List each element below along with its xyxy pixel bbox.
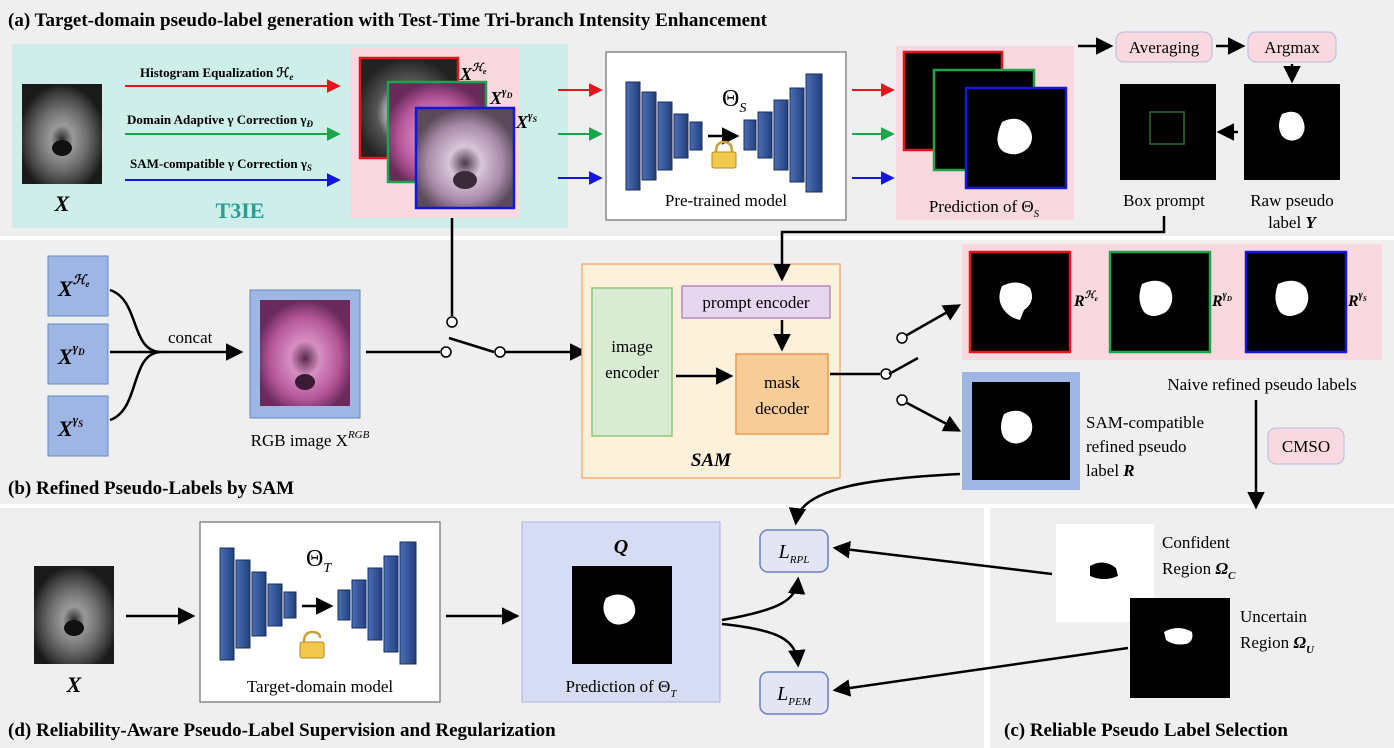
mask-decoder-box [735, 353, 829, 435]
panel-d-background [0, 508, 984, 748]
branch-label-he: Histogram Equalization ℋe [140, 65, 293, 82]
input-block-he: Xℋe [47, 255, 109, 317]
rgb-image [260, 300, 350, 406]
arrow-uncertain-to-pem [832, 646, 1129, 697]
input-block-domain: XγD [47, 323, 109, 385]
image-encoder-label-1: image [611, 337, 653, 356]
q-prediction-image [572, 566, 672, 664]
out-switch-upper [896, 332, 908, 344]
image-encoder-label-2: encoder [605, 363, 659, 382]
target-input-mri [34, 566, 114, 664]
enhanced-image-sam [414, 106, 516, 210]
sam-label: SAM [691, 450, 732, 471]
input-mri-image [22, 84, 102, 184]
naive-label-domain [1108, 250, 1212, 354]
box-prompt-image [1120, 84, 1216, 180]
averaging-box [1115, 31, 1213, 63]
pretrained-model-caption: Pre-trained model [665, 191, 788, 210]
uncertain-label-1: Uncertain [1240, 607, 1308, 626]
naive-label-sam [1244, 250, 1348, 354]
branch-label-sam: SAM-compatible γ Correction γS [130, 156, 312, 173]
mask-decoder-label-1: mask [764, 373, 800, 392]
box-prompt-caption: Box prompt [1123, 191, 1205, 210]
sam-label-caption-2: refined pseudo [1086, 437, 1187, 456]
q-label: Q [614, 536, 628, 558]
prediction-s-caption: Prediction of ΘS [929, 197, 1040, 220]
argmax-box [1247, 31, 1337, 63]
target-model-caption: Target-domain model [247, 677, 394, 696]
arrow-box-prompt-to-sam [773, 216, 1166, 282]
prediction-t-caption: Prediction of ΘT [566, 677, 678, 700]
switch-contact-bottom [440, 346, 452, 358]
raw-pseudo-label-image [1244, 84, 1340, 180]
panel-b-title: (b) Refined Pseudo-Labels by SAM [8, 478, 294, 499]
loss-pem-box [759, 671, 829, 715]
prediction-sam [964, 86, 1068, 190]
branch-label-domain: Domain Adaptive γ Correction γĐ [127, 112, 313, 129]
cmso-box [1267, 427, 1345, 465]
uncertain-region-image [1130, 598, 1230, 698]
loss-rpl-label: LRPL [778, 541, 810, 566]
unlock-icon [299, 630, 325, 659]
out-switch-lever [888, 356, 919, 376]
model-symbol-s: ΘS [722, 86, 746, 116]
concat-curve-top [109, 288, 161, 354]
averaging-label: Averaging [1129, 38, 1200, 57]
switch-contact-out [494, 346, 506, 358]
argmax-label: Argmax [1264, 38, 1320, 57]
sam-refined-label-image [972, 382, 1070, 480]
target-model-network [219, 541, 417, 665]
prompt-encoder-box [681, 285, 831, 319]
t3ie-label: T3IE [216, 198, 265, 223]
sam-label-caption-1: SAM-compatible [1086, 413, 1204, 432]
arrow-to-naive-labels [906, 304, 962, 337]
arrow-q-to-pem [721, 622, 806, 668]
out-switch-lower [896, 394, 908, 406]
raw-label-caption-2: label Y [1268, 213, 1317, 232]
naive-labels-caption: Naive refined pseudo labels [1167, 375, 1356, 394]
switch-lever [448, 336, 495, 354]
cmso-label: CMSO [1282, 437, 1330, 456]
lock-icon [711, 140, 737, 169]
confident-label-1: Confident [1162, 533, 1230, 552]
uncertain-label-2: Region ΩU [1240, 633, 1315, 656]
panel-a-title: (a) Target-domain pseudo-label generatio… [8, 10, 768, 31]
loss-rpl-box [759, 529, 829, 573]
image-encoder-box [591, 287, 673, 437]
mask-decoder-label-2: decoder [755, 399, 809, 418]
model-symbol-t: ΘT [306, 546, 332, 576]
naive-label-sam-text: RγS [1347, 290, 1367, 310]
loss-pem-label: LPEM [776, 683, 812, 708]
rgb-image-caption: RGB image XRGB [251, 429, 370, 450]
arrow-r-to-rpl [788, 472, 961, 526]
arrow-q-to-rpl [721, 576, 806, 622]
naive-label-he [968, 250, 1072, 354]
concat-curve-bottom [109, 350, 161, 422]
concat-label: concat [168, 328, 213, 347]
confident-label-2: Region ΩC [1162, 559, 1236, 582]
panel-c-title: (c) Reliable Pseudo Label Selection [1004, 720, 1288, 741]
panel-d-title: (d) Reliability-Aware Pseudo-Label Super… [8, 720, 556, 741]
naive-label-domain-text: RγD [1211, 290, 1232, 310]
sam-label-caption-3: label R [1086, 461, 1135, 480]
arrow-to-sam-label [906, 401, 962, 432]
input-label-x: X [54, 191, 71, 216]
svg-text:Xℋe: Xℋe [57, 272, 90, 301]
switch-contact-top [446, 316, 458, 328]
arrow-confident-to-rpl [832, 540, 1053, 576]
prompt-encoder-label: prompt encoder [702, 293, 809, 312]
raw-label-caption-1: Raw pseudo [1250, 191, 1334, 210]
naive-label-he-text: Rℋe [1073, 290, 1098, 310]
target-input-label: X [66, 672, 83, 697]
input-block-sam: XγS [47, 395, 109, 457]
pretrained-model-network [625, 73, 823, 193]
